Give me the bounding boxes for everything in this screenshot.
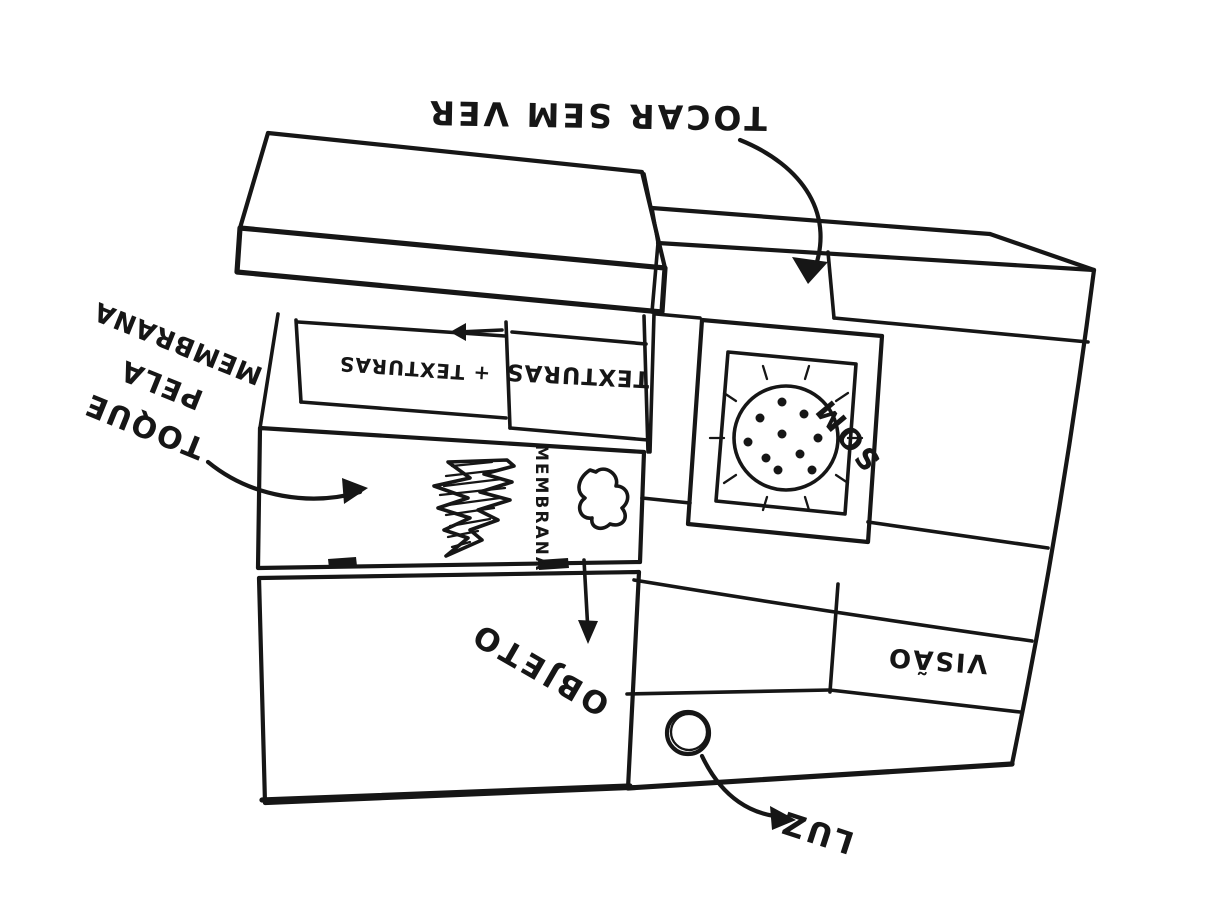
hinge-right [538, 558, 569, 570]
label-texturas: TEXTURAS [505, 358, 650, 391]
label-toque-pela-membrana: TOQUE PELA MEMBRANA [79, 295, 266, 465]
arrow-toque-membrana [205, 459, 368, 504]
speaker-panel [685, 317, 885, 545]
arrow-tocar-sem-ver [737, 137, 828, 284]
label-luz: LUZ [776, 803, 859, 861]
light-hole [664, 709, 712, 757]
right-cabinet [625, 205, 1097, 791]
arrow-membrana-objeto [578, 558, 598, 644]
texturas-shelf [258, 312, 656, 454]
label-mais-texturas: + TEXTURAS [338, 352, 491, 387]
top-slab [234, 130, 668, 315]
speaker-grille-icon [708, 364, 864, 512]
arrow-texturas [450, 323, 504, 341]
object-blob [577, 467, 630, 531]
label-visao: VISÃO [886, 642, 989, 681]
hinge-left [328, 557, 357, 568]
membrane-shape [432, 458, 516, 558]
arrow-luz [699, 753, 796, 830]
label-membrana: MEMBRANA [531, 444, 551, 572]
label-tocar-sem-ver: TOCAR SEM VER [426, 93, 767, 138]
